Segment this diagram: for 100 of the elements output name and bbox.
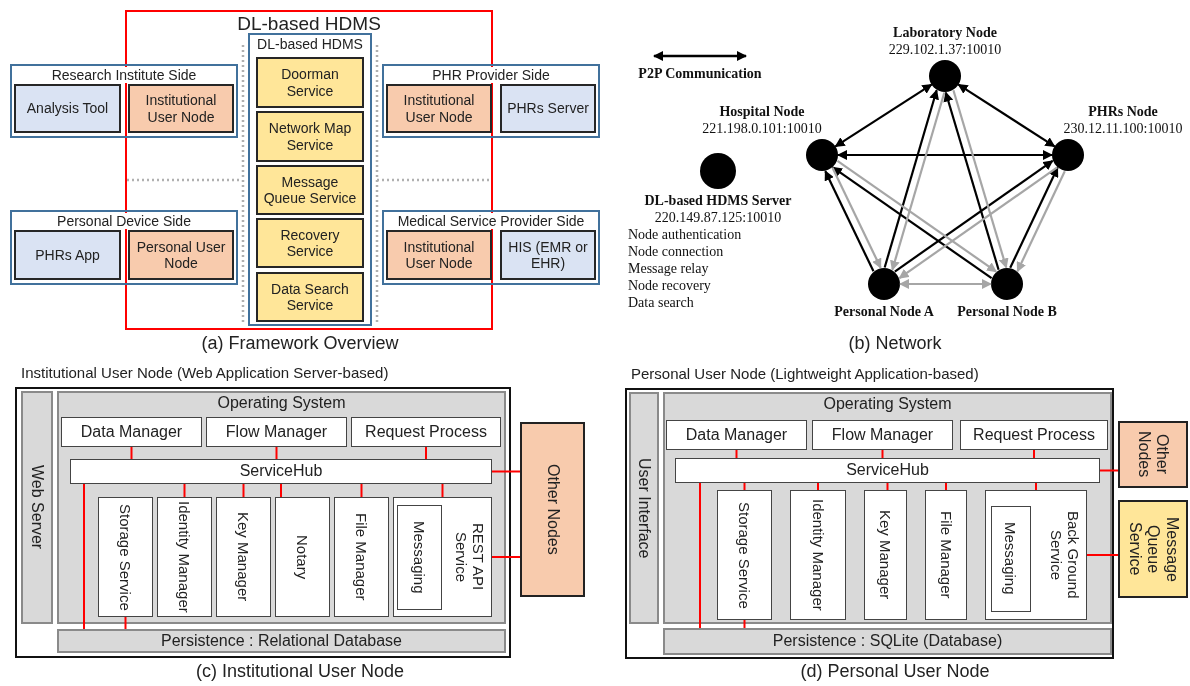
group-title: Institutional User Node (Web Application Server-based) <box>21 364 389 381</box>
connector-line <box>743 482 746 491</box>
user-node-box: Institutional User Node <box>128 84 234 133</box>
service-box: Recovery Service <box>256 218 364 268</box>
module-box: ServiceHub <box>675 458 1100 483</box>
arrow <box>834 83 933 148</box>
arrow <box>831 167 882 269</box>
service-box: Network Map Service <box>256 111 364 162</box>
layer-bar: User Interface <box>629 392 659 624</box>
arrow <box>837 150 1053 160</box>
legend-label: P2P Communication <box>637 66 763 82</box>
group-title: REST API Service <box>453 522 487 593</box>
service-group-box <box>248 33 372 326</box>
address-label: 220.149.87.125:10010 <box>654 210 782 225</box>
function-item: Data search <box>628 295 694 310</box>
module-box: File Manager <box>925 490 967 620</box>
connector-line <box>280 483 282 498</box>
connector-line <box>1099 469 1119 472</box>
connector-line <box>130 446 133 460</box>
module-box: Flow Manager <box>812 420 953 450</box>
arrow <box>1009 166 1059 269</box>
arrow <box>890 92 946 271</box>
connector-line <box>360 483 363 498</box>
arrow <box>836 159 997 273</box>
connector-line <box>425 446 427 460</box>
connector-line <box>1035 482 1037 491</box>
module-box: Notary <box>275 497 330 617</box>
module-box: Identity Manager <box>790 490 846 620</box>
connector-line <box>275 446 278 460</box>
arrow <box>943 91 1000 271</box>
node-name: DL-based HDMS Server <box>644 193 792 208</box>
layer-bar: Web Server <box>21 391 53 624</box>
module-box: Data Manager <box>61 417 202 447</box>
module-box: Request Process <box>351 417 501 447</box>
system-box: HIS (EMR or EHR) <box>500 230 596 280</box>
module-box <box>393 497 492 617</box>
service-box: Doorman Service <box>256 57 364 108</box>
connector-line <box>491 556 521 558</box>
system-box: PHRs Server <box>500 84 596 133</box>
function-item: Message relay <box>628 261 709 276</box>
module-box: ServiceHub <box>70 459 492 484</box>
persistence-bar: Persistence : SQLite (Database) <box>663 628 1112 655</box>
module-box: Key Manager <box>216 497 271 617</box>
node-name: PHRs Node <box>1088 104 1158 119</box>
connector-line <box>817 482 819 491</box>
arrow <box>883 89 939 268</box>
operating-system-panel <box>663 392 1112 624</box>
operating-system-panel <box>57 391 506 624</box>
address-label: 229.102.1.37:10010 <box>888 42 1002 57</box>
panel-caption: (c) Institutional User Node <box>194 661 406 682</box>
external-node-box: Other Nodes <box>1118 421 1188 488</box>
connector-line <box>886 482 889 491</box>
arrow <box>899 279 992 289</box>
system-box: PHRs App <box>14 230 121 280</box>
connector-line <box>735 449 738 459</box>
connector-line <box>83 483 85 630</box>
connector-line <box>699 482 701 629</box>
connector-line <box>441 483 444 498</box>
module-box: Messaging <box>396 504 442 610</box>
function-item: Node connection <box>628 244 724 259</box>
module-box: Data Manager <box>666 420 807 450</box>
arrow <box>832 166 993 280</box>
module-box <box>985 490 1087 620</box>
persistence-bar: Persistence : Relational Database <box>57 629 506 653</box>
arrow <box>952 89 1009 269</box>
module-box: Identity Manager <box>157 497 212 617</box>
connector-line <box>945 482 947 491</box>
connector-line <box>491 470 521 473</box>
module-box: File Manager <box>334 497 389 617</box>
module-box: Key Manager <box>864 490 907 620</box>
node-name: Personal Node B <box>957 304 1057 319</box>
connector-line <box>1033 449 1035 459</box>
connector-line <box>242 483 245 498</box>
panel-caption: (d) Personal User Node <box>799 661 991 682</box>
group-title: Personal User Node (Lightweight Application-based) <box>631 365 979 382</box>
address-label: 230.12.11.100:10010 <box>1063 121 1183 136</box>
node-name: Personal Node A <box>834 304 934 319</box>
connector-line <box>881 449 884 459</box>
service-box: Message Queue Service <box>256 165 364 215</box>
connector-line <box>743 619 746 629</box>
group-title: Back Ground Service <box>1048 510 1082 601</box>
panel-caption: (a) Framework Overview <box>200 333 400 354</box>
arrow <box>824 170 875 272</box>
connector-line <box>1086 554 1119 556</box>
node-name: Laboratory Node <box>893 25 997 40</box>
external-service-box: Message Queue Service <box>1118 500 1188 598</box>
module-box: Messaging <box>990 505 1031 612</box>
module-box: Storage Service <box>717 490 772 620</box>
user-node-box: Institutional User Node <box>386 84 492 133</box>
address-label: 221.198.0.101:10010 <box>702 121 822 136</box>
function-item: Node recovery <box>628 278 711 293</box>
module-box: Flow Manager <box>206 417 347 447</box>
external-node-box: Other Nodes <box>520 422 585 597</box>
function-item: Node authentication <box>628 227 742 242</box>
module-box: Request Process <box>960 420 1108 450</box>
node-name: Hospital Node <box>719 104 805 119</box>
user-node-box: Institutional User Node <box>386 230 492 280</box>
user-node-box: Personal User Node <box>128 230 234 280</box>
arrow <box>1016 170 1066 273</box>
connector-line <box>183 483 186 498</box>
